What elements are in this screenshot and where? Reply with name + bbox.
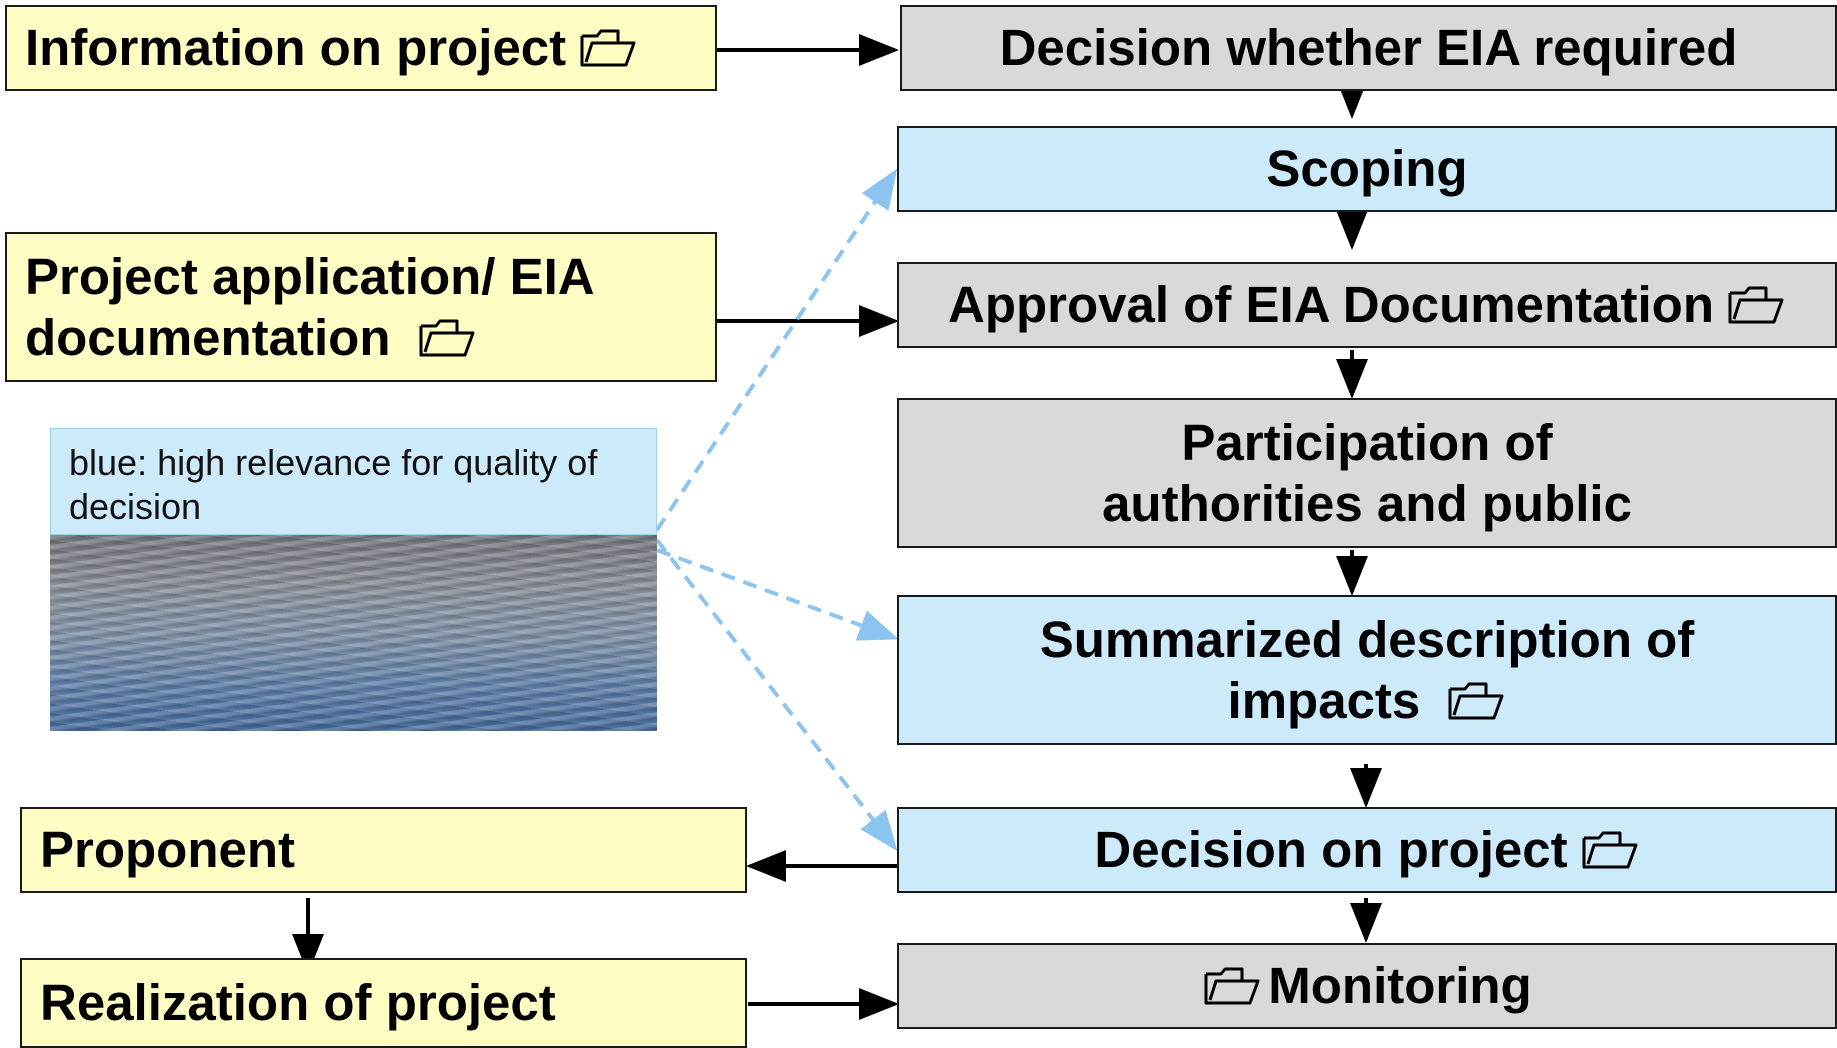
- realization-of-project-box: Realization of project: [20, 958, 747, 1048]
- dashed-arrow-to-summarized: [656, 548, 899, 641]
- monitoring-box: Monitoring: [897, 943, 1837, 1029]
- water-image: [50, 535, 657, 731]
- decision-whether-eia-label: Decision whether EIA required: [999, 19, 1738, 77]
- open-folder-icon: [417, 317, 477, 359]
- approval-eia-documentation-box: Approval of EIA Documentation: [897, 262, 1837, 348]
- project-application-label: Project application/ EIA documentation: [25, 247, 593, 366]
- proponent-label: Proponent: [40, 821, 295, 879]
- dashed-arrow-to-scoping: [655, 168, 898, 532]
- information-on-project-box: Information on project: [5, 5, 717, 91]
- legend-text: blue: high relevance for quality of deci…: [50, 428, 657, 535]
- approval-eia-documentation-label: Approval of EIA Documentation: [948, 276, 1714, 334]
- open-folder-icon: [1580, 829, 1640, 871]
- participation-label: Participation of authorities and public: [1102, 413, 1632, 532]
- information-on-project-label: Information on project: [25, 19, 567, 77]
- legend: blue: high relevance for quality of deci…: [50, 428, 657, 731]
- participation-box: Participation of authorities and public: [897, 398, 1837, 548]
- scoping-box: Scoping: [897, 126, 1837, 212]
- decision-whether-eia-box: Decision whether EIA required: [900, 5, 1837, 91]
- open-folder-icon: [1446, 680, 1506, 722]
- scoping-label: Scoping: [1266, 140, 1468, 198]
- summarized-description-label: Summarized description of impacts: [1039, 610, 1695, 729]
- decision-on-project-box: Decision on project: [897, 807, 1837, 893]
- project-application-box: Project application/ EIA documentation: [5, 232, 717, 382]
- realization-of-project-label: Realization of project: [40, 974, 556, 1032]
- dashed-arrow-to-decision: [655, 538, 898, 852]
- proponent-box: Proponent: [20, 807, 747, 893]
- open-folder-icon: [1202, 965, 1262, 1007]
- open-folder-icon: [578, 27, 638, 69]
- decision-on-project-label: Decision on project: [1094, 821, 1568, 879]
- summarized-description-box: Summarized description of impacts: [897, 595, 1837, 745]
- open-folder-icon: [1726, 284, 1786, 326]
- monitoring-label: Monitoring: [1268, 957, 1532, 1015]
